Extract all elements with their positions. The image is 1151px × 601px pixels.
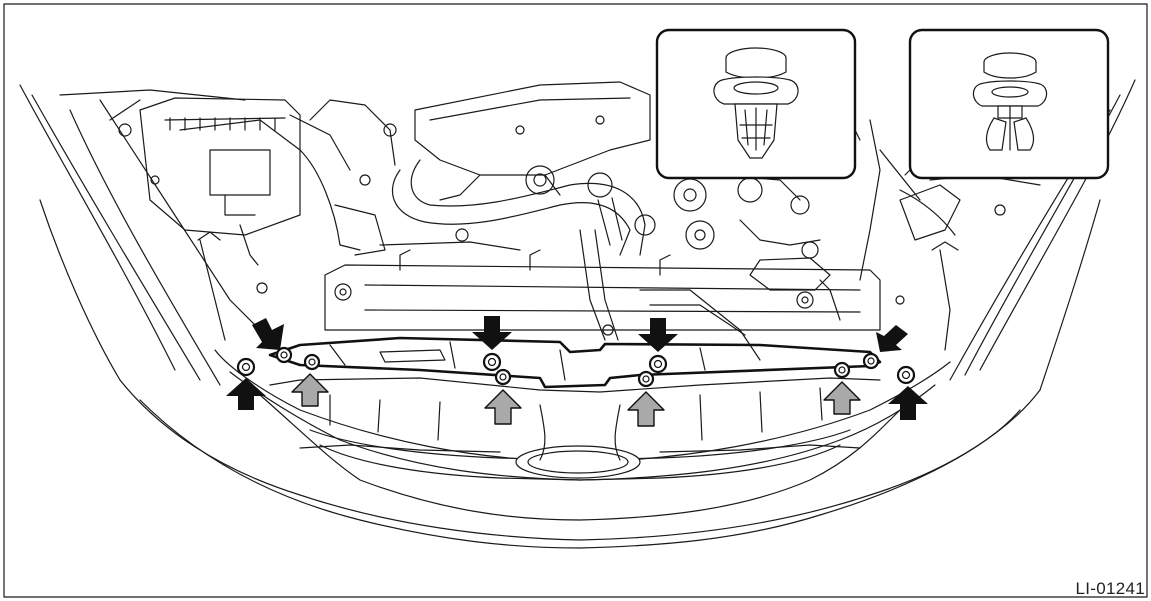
black-arrow — [888, 386, 928, 420]
radiator-panel — [268, 336, 882, 389]
radiator-support — [324, 229, 881, 361]
push-clip-icon — [713, 47, 799, 159]
gray-arrow — [823, 381, 861, 415]
clip-point — [862, 352, 880, 370]
gray-arrow — [627, 391, 665, 427]
clip-point — [637, 370, 655, 388]
clip-locations — [236, 346, 916, 388]
engine-left-components — [239, 99, 521, 266]
clip-point — [482, 352, 502, 372]
figure-border — [3, 3, 1148, 598]
black-arrow — [252, 318, 284, 350]
black-arrow — [638, 318, 678, 352]
gray-arrows — [291, 373, 861, 427]
gray-arrow — [291, 373, 329, 407]
black-arrow — [472, 316, 512, 350]
clip-point — [236, 357, 256, 377]
black-arrows — [226, 316, 928, 420]
left-fender — [19, 84, 301, 386]
air-cleaner-box — [139, 97, 351, 236]
clip-type-2 — [908, 28, 1110, 180]
figure-id-label: LI-01241 — [1075, 579, 1145, 598]
clip-point — [275, 346, 293, 364]
clip-point — [494, 368, 512, 386]
engine-cover — [414, 81, 651, 201]
intake-duct — [391, 159, 646, 256]
clip-point — [833, 361, 851, 379]
clip-point — [648, 354, 668, 374]
black-arrow — [226, 378, 266, 410]
gray-arrow — [484, 389, 522, 425]
clip-type-1 — [655, 28, 857, 180]
clip-point — [896, 365, 916, 385]
black-arrow — [876, 325, 908, 352]
front-bumper — [39, 199, 1101, 549]
clip-point — [303, 353, 321, 371]
expansion-clip-icon — [972, 52, 1048, 151]
